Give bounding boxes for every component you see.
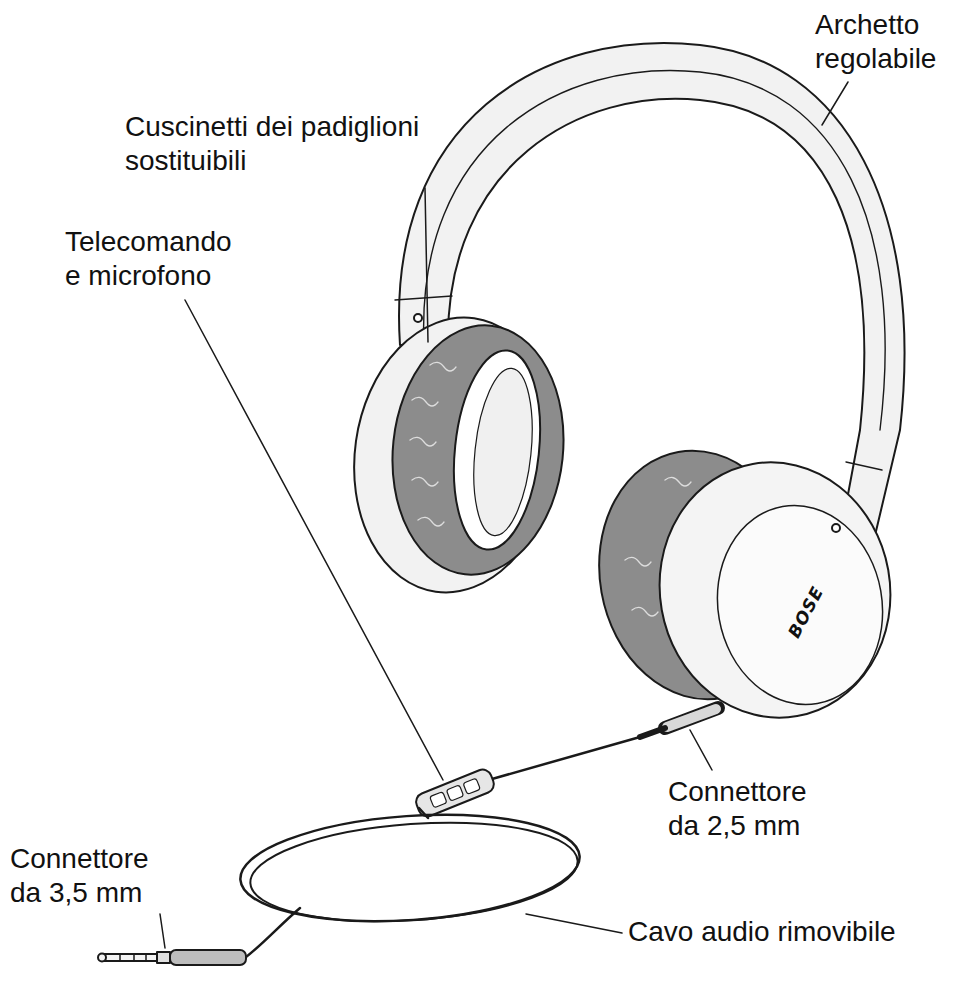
cushion-fold	[412, 397, 438, 406]
plug-tip	[104, 954, 157, 961]
status-light	[832, 524, 840, 532]
cable-coil	[247, 813, 581, 932]
cushion-fold	[410, 437, 436, 446]
cushion-fold	[625, 557, 651, 566]
headband-slider	[846, 462, 882, 470]
part-label: Connettore da 2,5 mm	[668, 775, 828, 843]
audio-cable	[492, 737, 640, 779]
cushion-fold	[665, 477, 691, 486]
part-label: Cuscinetti dei padiglioni sostituibili	[125, 110, 445, 178]
part-label: Archetto regolabile	[815, 8, 947, 76]
remote-button	[446, 785, 463, 801]
plug-collar	[157, 952, 170, 963]
part-label: Connettore da 3,5 mm	[10, 842, 170, 910]
left-ear-opening	[445, 346, 549, 554]
left-ear-opening-inner	[466, 366, 539, 539]
part-label: Telecomando e microfono	[65, 225, 245, 293]
leader-line	[526, 914, 622, 933]
audio-cable	[246, 908, 300, 957]
cable-coil	[237, 804, 583, 931]
strain-relief	[640, 728, 665, 737]
leader-line	[425, 188, 428, 342]
remote-button	[430, 792, 447, 808]
cushion-fold	[412, 477, 438, 486]
leader-line	[690, 730, 712, 770]
left-ear-cushion	[380, 317, 575, 583]
remote-button	[463, 778, 480, 794]
headband-slider	[395, 296, 452, 300]
plug-ring	[120, 954, 146, 961]
cushion-fold	[632, 607, 658, 616]
cushion-fold	[430, 362, 456, 371]
connector-boot	[665, 708, 718, 728]
brand-logo: BOSE	[784, 583, 828, 641]
connector-boot-fill	[667, 709, 716, 727]
leader-line	[160, 914, 165, 948]
plug-point	[98, 954, 106, 962]
right-earcup-faceplate	[702, 492, 898, 717]
remote-control	[413, 767, 496, 819]
right-earcup-shell	[640, 444, 911, 736]
cushion-fold	[418, 517, 444, 526]
plug-body	[170, 950, 246, 965]
leader-line	[185, 300, 443, 780]
leader-line	[822, 82, 848, 125]
part-label: Cavo audio rimovibile	[628, 915, 896, 949]
headband-marker	[414, 314, 422, 322]
